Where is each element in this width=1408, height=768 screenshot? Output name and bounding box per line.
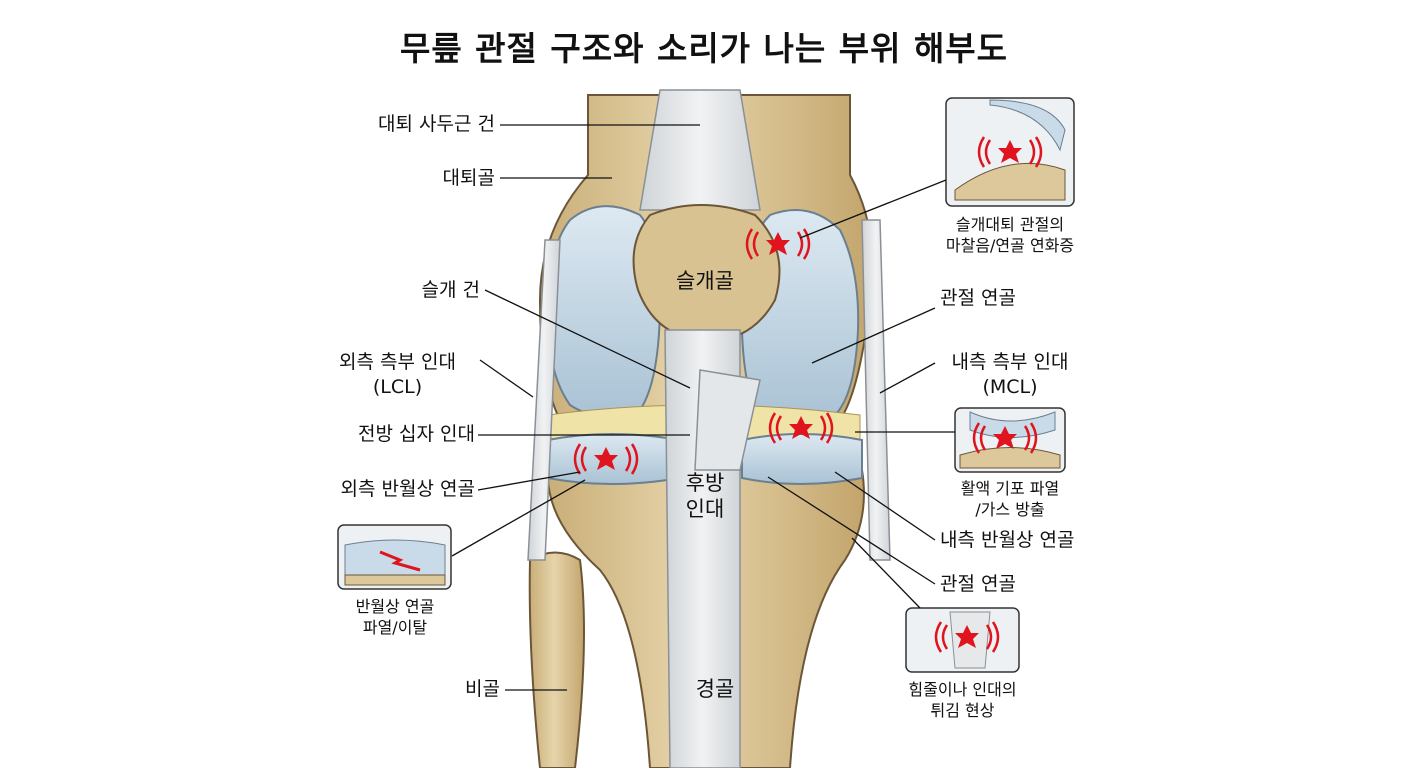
inset-meniscus-tear — [337, 524, 452, 590]
inset-synovial-gas — [954, 407, 1066, 473]
label-fibula: 비골 — [465, 678, 500, 700]
label-lcl: 외측 측부 인대 (LCL) — [339, 351, 456, 398]
caption-meniscus-tear: 반월상 연골 파열/이탈 — [355, 597, 435, 637]
sound-burst-patellofemoral — [745, 228, 811, 260]
quadriceps-tendon — [639, 89, 761, 211]
label-pcl: 후방 인대 — [685, 471, 725, 521]
sound-burst-medial — [768, 412, 834, 444]
label-mcl: 내측 측부 인대 (MCL) — [951, 351, 1069, 398]
label-medial-meniscus: 내측 반월상 연골 — [940, 529, 1075, 551]
sound-burst-lateral — [573, 443, 639, 475]
inset-tendon-snap — [905, 607, 1020, 673]
label-articular-cartilage-lower: 관절 연골 — [940, 573, 1016, 595]
mcl-ligament — [861, 219, 891, 561]
label-lateral-meniscus: 외측 반월상 연골 — [340, 478, 475, 500]
caption-patellofemoral: 슬개대퇴 관절의 마찰음/연골 연화증 — [945, 215, 1075, 255]
caption-tendon-snap: 힘줄이나 인대의 튀김 현상 — [908, 680, 1017, 720]
cruciate-ligament — [694, 369, 761, 471]
medial-meniscus — [741, 433, 863, 485]
leader-lines — [451, 124, 955, 691]
patella-bone — [632, 204, 781, 342]
page-title: 무릎 관절 구조와 소리가 나는 부위 해부도 — [399, 29, 1009, 68]
label-articular-cartilage-upper: 관절 연골 — [940, 287, 1016, 309]
label-quad-tendon: 대퇴 사두근 건 — [378, 113, 495, 135]
inset-patellofemoral — [945, 97, 1075, 207]
label-patella: 슬개골 — [676, 269, 734, 293]
label-femur: 대퇴골 — [442, 167, 495, 189]
tear-mark — [379, 550, 421, 572]
label-patellar-tendon: 슬개 건 — [421, 279, 480, 301]
label-acl: 전방 십자 인대 — [358, 423, 475, 445]
caption-synovial-gas: 활액 기포 파열 /가스 방출 — [960, 479, 1060, 519]
fibula-bone — [528, 551, 585, 768]
label-tibia: 경골 — [695, 677, 735, 701]
